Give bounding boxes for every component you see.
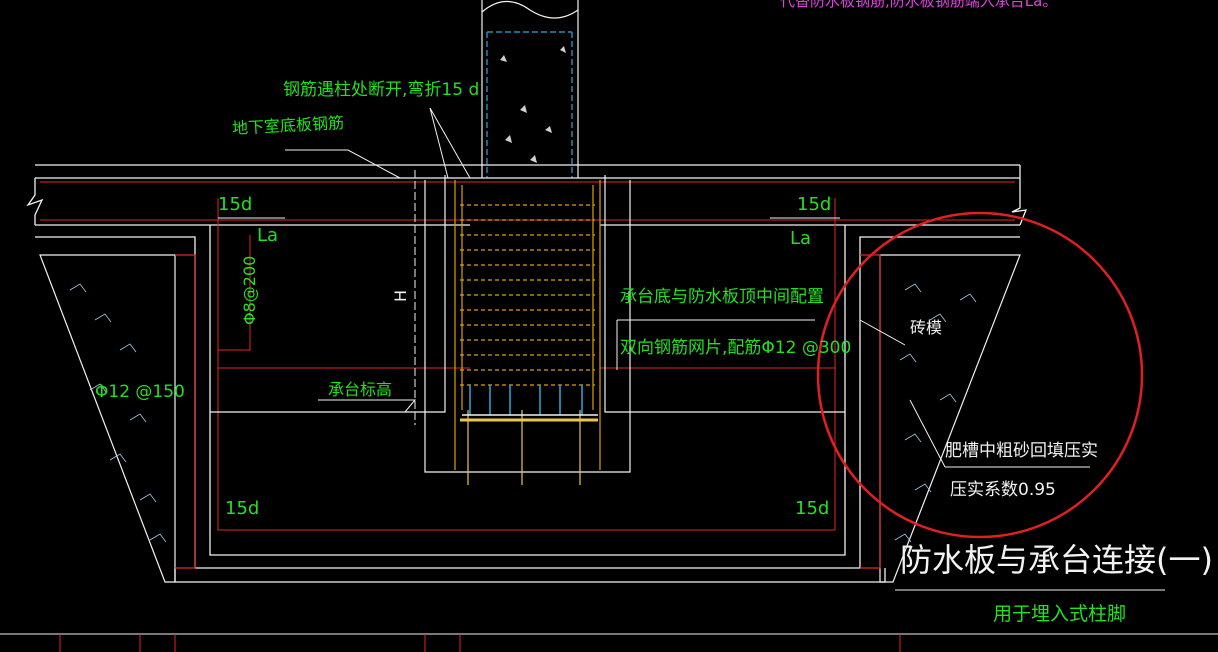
slab (26, 164, 1028, 583)
label-mesh: 双向钢筋网片,配筋Φ12 @300 (620, 338, 852, 358)
earth-slope-left (39, 254, 196, 583)
label-H: H (391, 289, 411, 303)
label-15d-bottom-left: 15d (225, 498, 260, 519)
label-brick-mold: 砖模 (910, 318, 943, 337)
highlight-circle (816, 211, 1144, 539)
leader-lines (285, 107, 1165, 591)
bottom-strip (0, 633, 1218, 652)
label-compaction: 压实系数0.95 (950, 480, 1056, 500)
top-note: 代替防水板钢筋,防水板钢筋端入承台La。 (780, 0, 1058, 10)
drawing-title: 防水板与承台连接(一) (900, 541, 1213, 579)
slope-hatching (69, 283, 977, 543)
label-la-right: La (790, 228, 812, 249)
column-hatch (500, 46, 566, 163)
base-rebar (454, 180, 601, 485)
label-15d-top-right: 15d (797, 194, 832, 215)
label-cap-bottom: 承台底与防水板顶中间配置 (620, 287, 824, 307)
label-15d-bottom-right: 15d (795, 498, 830, 519)
slab-rebar (40, 181, 1015, 531)
label-la-left: La (257, 225, 279, 246)
drawing-subtitle: 用于埋入式柱脚 (993, 603, 1127, 625)
label-rebar-break: 钢筋遇柱处断开,弯折15 d (283, 80, 480, 100)
anchor-plate (460, 385, 598, 422)
label-15d-top-left: 15d (218, 194, 253, 215)
column (481, 0, 579, 178)
label-cap-elevation: 承台标高 (328, 380, 393, 399)
label-phi8-200: Φ8@200 (240, 255, 259, 325)
pile-cap (210, 175, 845, 473)
label-backfill: 肥槽中粗砂回填压实 (945, 441, 1098, 461)
label-phi12-150: Φ12 @150 (95, 382, 185, 402)
